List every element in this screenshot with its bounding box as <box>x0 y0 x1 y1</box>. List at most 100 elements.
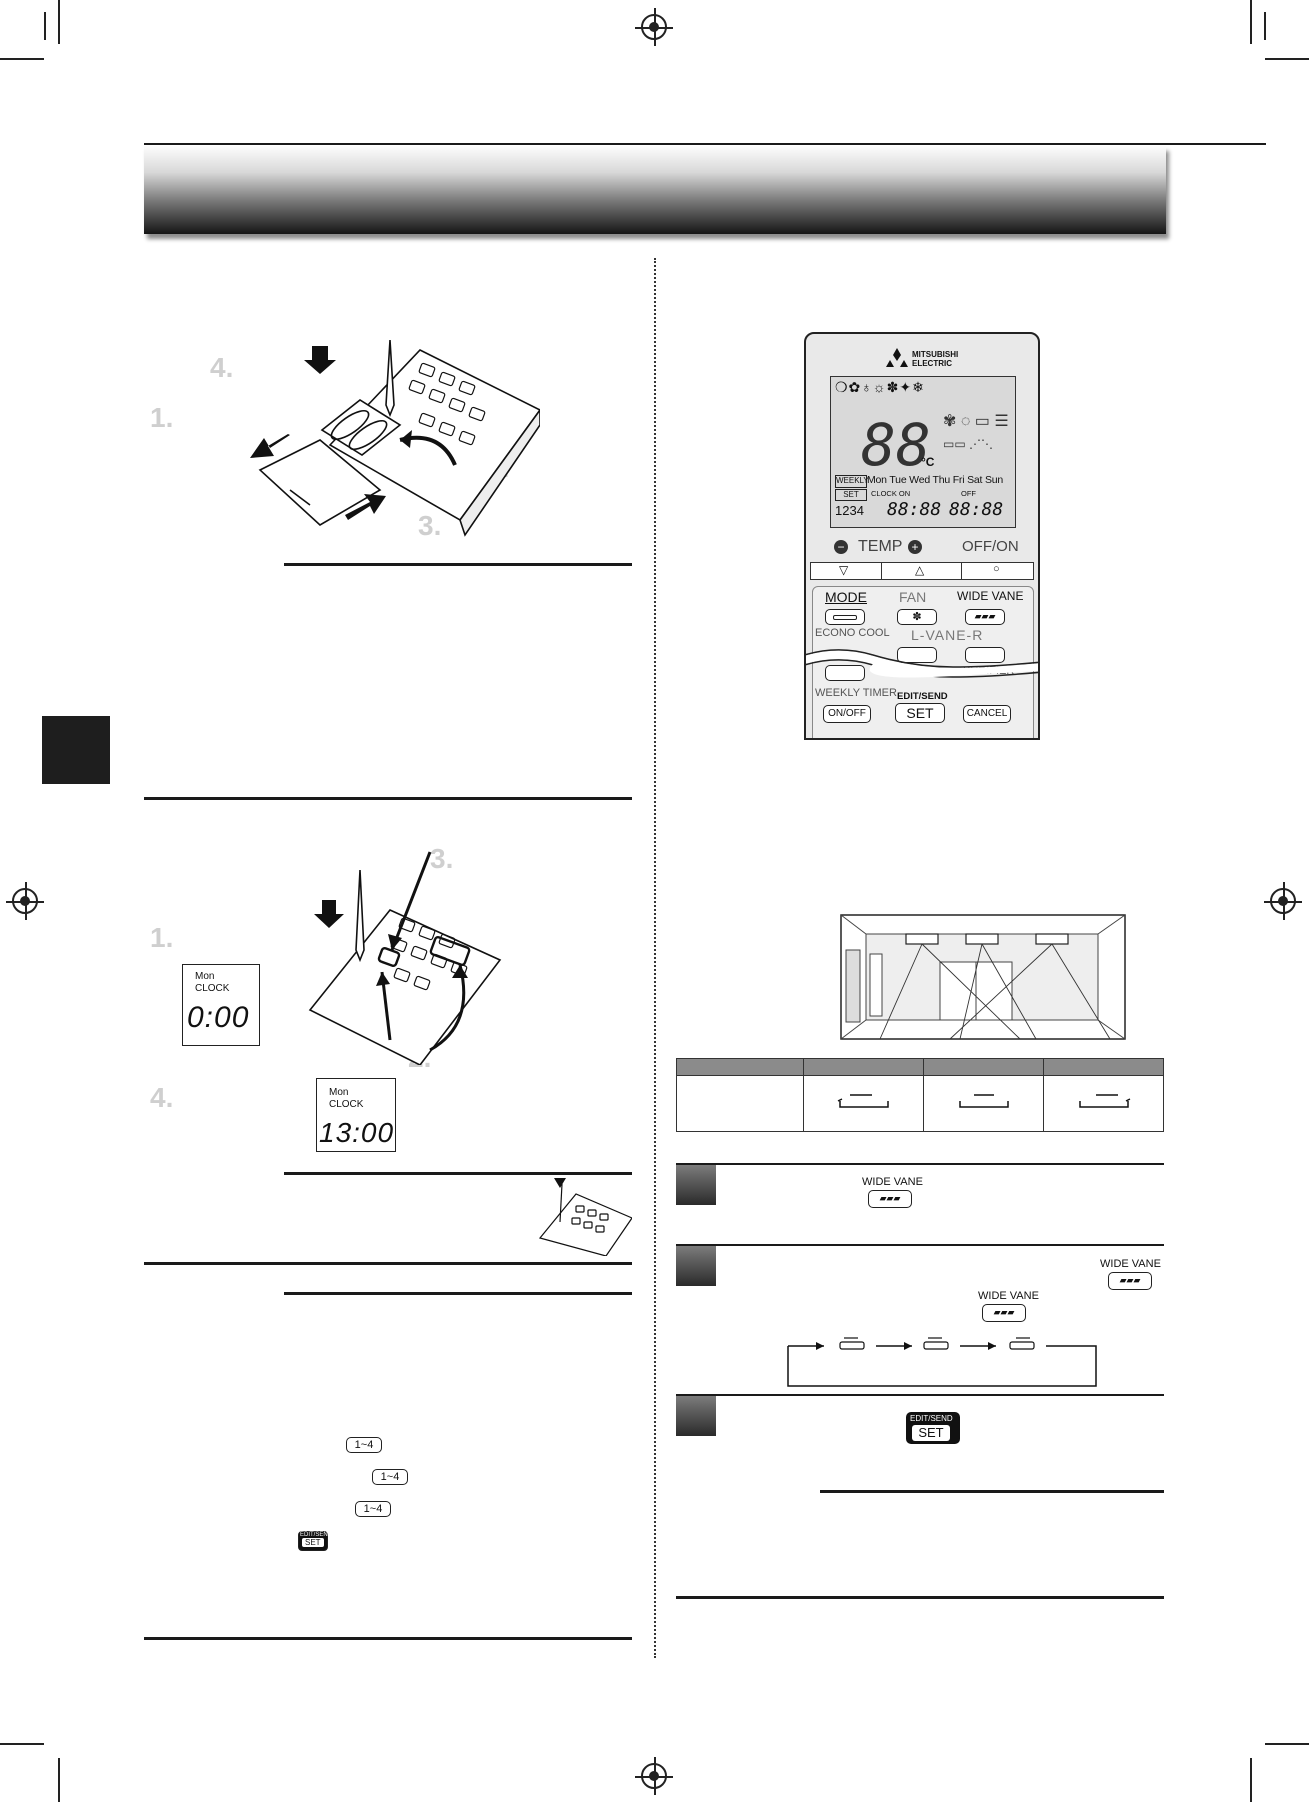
crop-mark <box>0 58 44 60</box>
mode-icons: ❍✿♁☼✽✦❄ <box>835 379 925 395</box>
reset-remote-icon <box>538 1178 632 1256</box>
section-rule <box>284 1292 632 1295</box>
wide-vane-key-label: WIDE VANE <box>978 1290 1039 1302</box>
lvane-label: L-VANE-R <box>911 627 984 643</box>
lcd-clock-label: CLOCK <box>329 1099 364 1110</box>
vane-cycle-diagram <box>787 1337 1097 1387</box>
lvane-left-button[interactable] <box>897 647 937 663</box>
section-rule <box>676 1596 1164 1599</box>
lower-panel: MODE FAN ✽ WIDE VANE ▰▰▰ ECONO COOL L-VA… <box>806 586 1038 738</box>
step-number: 1. <box>150 402 174 433</box>
wide-vane-key-label: WIDE VANE <box>862 1176 923 1188</box>
lcd-clock-on: CLOCK ON <box>871 489 911 498</box>
crop-mark <box>0 1743 44 1745</box>
header-top-rule <box>144 143 1266 145</box>
number-1-4-key: 1~4 <box>346 1437 382 1453</box>
step-rule <box>676 1244 1164 1246</box>
registration-mark <box>6 882 44 920</box>
wide-vane-button[interactable]: ▰▰▰ <box>965 609 1005 625</box>
lcd-unit: °C <box>921 455 935 469</box>
vane-icons: ▭▭ ⋰⋱ <box>943 437 994 451</box>
lcd-day: Mon <box>329 1087 349 1098</box>
lcd-time-on: 88:88 <box>887 499 942 520</box>
edit-send-label: EDIT/SEND <box>897 691 948 702</box>
fan-icons: ✾ ◌ ▭ ☰ <box>943 413 1009 430</box>
econo-cool-button[interactable] <box>825 665 865 681</box>
battery-replacement-illustration <box>250 339 540 537</box>
step-rule <box>676 1394 1164 1396</box>
lcd-time-off: 88:88 <box>949 499 1004 520</box>
step-block-3 <box>676 1396 716 1436</box>
vane-right-icon <box>1078 1094 1130 1108</box>
step-number: 4. <box>150 1082 174 1113</box>
step-block-2 <box>676 1246 716 1286</box>
lcd-off: OFF <box>961 489 976 498</box>
lcd-day: Mon <box>195 971 215 982</box>
edit-send-set-key: EDIT/SEND SET <box>298 1531 332 1551</box>
fan-button[interactable]: ✽ <box>897 609 937 625</box>
crop-mark <box>44 12 46 40</box>
temp-label: TEMP <box>858 538 903 555</box>
section-rule <box>820 1490 1164 1493</box>
mode-button[interactable] <box>825 609 865 625</box>
temp-down-key[interactable]: ▽ <box>839 563 849 577</box>
section-rule <box>144 797 632 800</box>
set-button[interactable]: SET <box>895 703 945 723</box>
remote-controller: MITSUBISHI ELECTRIC ❍✿♁☼✽✦❄ 88 °C ✾ ◌ ▭ … <box>804 332 1040 740</box>
temp-up-key[interactable]: △ <box>915 563 925 577</box>
step-rule <box>676 1163 1164 1165</box>
cut-line <box>806 649 1038 678</box>
vane-center-icon <box>958 1094 1009 1108</box>
clock-lcd-set: Mon CLOCK 13:00 <box>316 1078 396 1152</box>
section-rule <box>284 1172 632 1175</box>
wide-vane-key: ▰▰▰ <box>1108 1272 1152 1290</box>
lcd-time: 13:00 <box>319 1117 395 1148</box>
step-number: 3. <box>418 510 442 541</box>
clock-lcd-blinking: Mon CLOCK 0:00 <box>182 964 260 1046</box>
lcd-weekly: WEEKLY <box>835 475 869 488</box>
lcd-temperature: 88 <box>861 411 931 479</box>
cancel-button[interactable]: CANCEL <box>963 705 1011 723</box>
registration-mark <box>1264 882 1302 920</box>
registration-mark <box>635 8 673 46</box>
crop-mark <box>1265 58 1309 60</box>
fan-label: FAN <box>899 589 927 605</box>
lcd-time: 0:00 <box>187 1001 250 1034</box>
remote-lcd: ❍✿♁☼✽✦❄ 88 °C ✾ ◌ ▭ ☰ ▭▭ ⋰⋱ WEEKLY Mon T… <box>830 376 1016 528</box>
room-airflow-illustration <box>840 914 1126 1040</box>
wide-vane-key-label: WIDE VANE <box>1100 1258 1161 1270</box>
step-block-1 <box>676 1165 716 1205</box>
econo-cool-label: ECONO COOL <box>815 627 890 639</box>
offon-label: OFF/ON <box>962 538 1019 555</box>
vane-position-table <box>676 1058 1164 1132</box>
column-divider <box>654 258 656 1658</box>
temp-up-button[interactable]: + <box>908 540 922 554</box>
crop-mark <box>1265 1743 1309 1745</box>
power-key[interactable]: ○ <box>993 563 1000 575</box>
crop-mark <box>1250 0 1252 44</box>
weekly-onoff-button[interactable]: ON/OFF <box>823 705 871 723</box>
section-rule <box>284 563 632 566</box>
registration-mark <box>635 1757 673 1795</box>
main-button-strip: ▽ △ ○ <box>810 562 1034 580</box>
brand-label: MITSUBISHI ELECTRIC <box>912 350 959 368</box>
step-number: 1. <box>150 922 174 953</box>
mitsubishi-logo <box>886 348 908 373</box>
temp-down-button[interactable]: − <box>834 540 848 554</box>
lvane-right-button[interactable] <box>965 647 1005 663</box>
header-band <box>144 146 1166 234</box>
crop-mark <box>1264 12 1266 40</box>
wide-vane-key: ▰▰▰ <box>982 1304 1026 1322</box>
lcd-days: Mon Tue Wed Thu Fri Sat Sun <box>867 474 1004 486</box>
lcd-set: SET <box>835 489 867 501</box>
weekly-timer-label: WEEKLY TIMER <box>815 687 897 699</box>
step-number: 4. <box>210 352 234 383</box>
clock-setting-illustration <box>308 851 502 1065</box>
crop-mark <box>1250 1758 1252 1802</box>
vane-left-icon <box>837 1094 889 1108</box>
number-1-4-key: 1~4 <box>355 1501 391 1517</box>
step-number: 3. <box>430 843 454 874</box>
wide-vane-label: WIDE VANE <box>957 589 1024 603</box>
edit-send-set-key: EDIT/SEND SET <box>906 1412 960 1444</box>
section-tab <box>42 716 110 784</box>
